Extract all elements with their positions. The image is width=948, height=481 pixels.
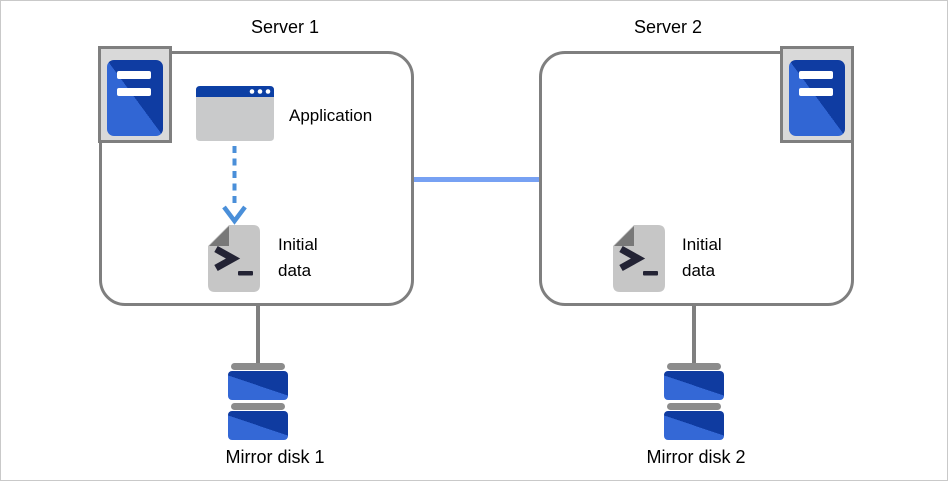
mirror-link-line bbox=[414, 177, 539, 182]
mirror-disk-icon bbox=[664, 363, 724, 440]
initial-data-label: Initial data bbox=[682, 235, 722, 280]
server1-disk-connector bbox=[256, 304, 260, 366]
mirror-disk-icon bbox=[228, 363, 288, 440]
dashed-arrow-down-icon bbox=[221, 141, 249, 225]
script-file-icon bbox=[208, 225, 260, 292]
mirror-disk1-label: Mirror disk 1 bbox=[225, 447, 325, 467]
server-tower-icon bbox=[780, 46, 854, 143]
server2-title: Server 2 bbox=[633, 17, 703, 37]
server2-disk-connector bbox=[692, 304, 696, 366]
script-file-icon bbox=[613, 225, 665, 292]
mirror-disk2-label: Mirror disk 2 bbox=[646, 447, 746, 467]
application-label: Application bbox=[289, 106, 373, 125]
application-window-icon bbox=[196, 86, 274, 141]
server2-box bbox=[539, 51, 854, 306]
initial-data-label: Initial data bbox=[278, 235, 318, 280]
server-tower-icon bbox=[98, 46, 172, 143]
server1-title: Server 1 bbox=[250, 17, 320, 37]
